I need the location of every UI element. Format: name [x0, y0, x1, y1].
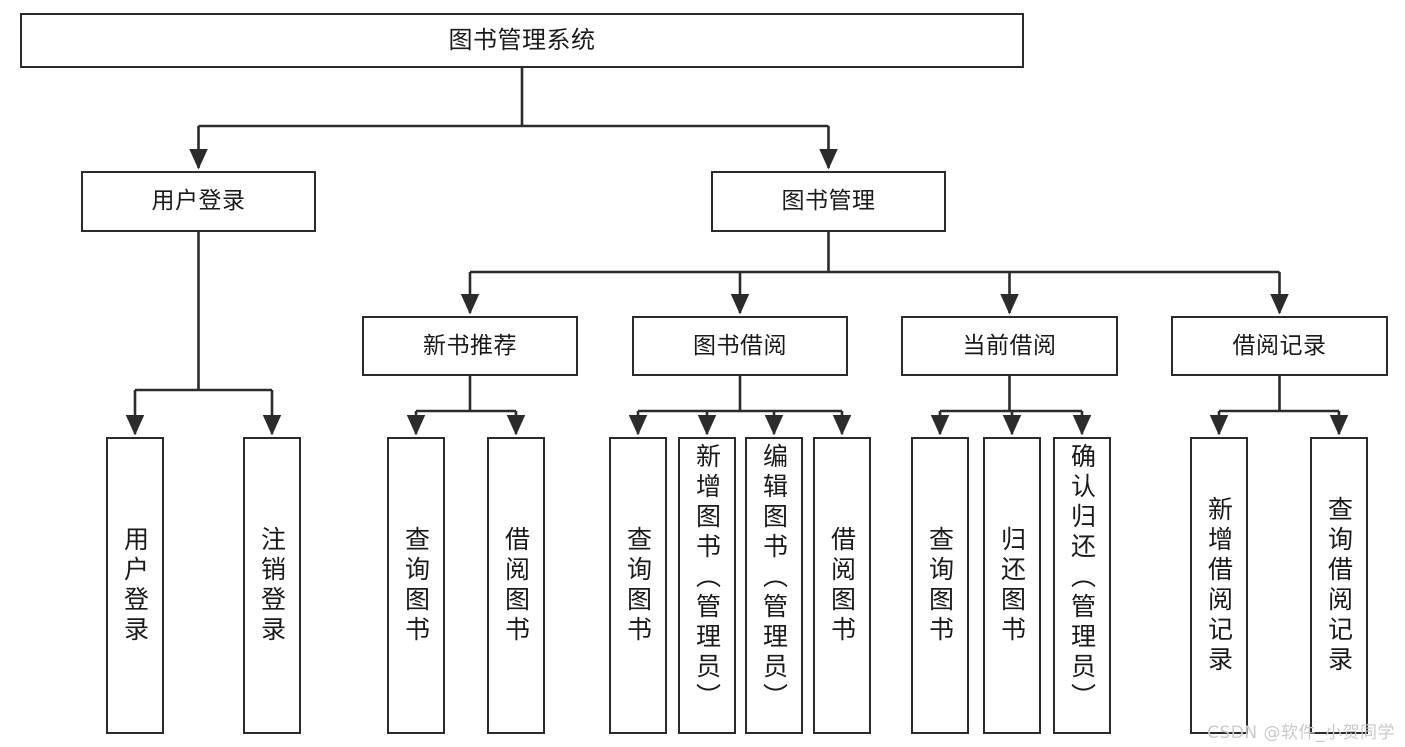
node-label: 图书管理 [781, 188, 876, 215]
node-leaf-query-borrow-record[interactable]: 查询借阅记录 [1310, 437, 1368, 734]
node-leaf-borrow-book-rec[interactable]: 借阅图书 [487, 437, 545, 734]
node-leaf-query-book-borrow[interactable]: 查询图书 [609, 437, 667, 734]
node-label: 新书推荐 [423, 332, 517, 359]
node-leaf-confirm-return[interactable]: 确认归还（管理员） [1053, 437, 1111, 734]
node-label: 用户登录 [120, 525, 150, 646]
node-leaf-query-book-rec[interactable]: 查询图书 [387, 437, 445, 734]
node-leaf-user-login[interactable]: 用户登录 [106, 437, 164, 734]
node-label: 用户登录 [151, 188, 246, 215]
node-leaf-add-borrow-record[interactable]: 新增借阅记录 [1190, 437, 1248, 734]
node-label: 注销登录 [257, 525, 287, 646]
watermark-text: CSDN @软件_小贺同学 [1207, 723, 1395, 743]
node-label: 确认归还（管理员） [1067, 443, 1097, 713]
node-label: 图书借阅 [693, 332, 787, 359]
node-label: 查询图书 [623, 525, 653, 646]
node-label: 查询图书 [401, 525, 431, 646]
node-label: 借阅图书 [501, 525, 531, 646]
node-leaf-return-book[interactable]: 归还图书 [983, 437, 1041, 734]
node-new-book-rec[interactable]: 新书推荐 [362, 316, 578, 376]
node-user-login[interactable]: 用户登录 [81, 171, 316, 232]
node-borrow-record[interactable]: 借阅记录 [1171, 316, 1388, 376]
node-label: 当前借阅 [962, 332, 1057, 359]
node-label: 新增借阅记录 [1204, 495, 1234, 676]
node-label: 新增图书（管理员） [692, 443, 722, 713]
node-root[interactable]: 图书管理系统 [20, 13, 1024, 68]
node-label: 归还图书 [997, 525, 1027, 646]
node-current-borrow[interactable]: 当前借阅 [901, 316, 1118, 376]
node-label: 借阅记录 [1232, 332, 1327, 359]
node-leaf-add-book[interactable]: 新增图书（管理员） [678, 437, 736, 734]
node-leaf-borrow-book[interactable]: 借阅图书 [813, 437, 871, 734]
node-label: 借阅图书 [827, 525, 857, 646]
node-label: 图书管理系统 [448, 25, 596, 54]
node-label: 查询图书 [925, 525, 955, 646]
node-leaf-user-logout[interactable]: 注销登录 [243, 437, 301, 734]
node-label: 编辑图书（管理员） [759, 443, 789, 713]
node-book-mgmt[interactable]: 图书管理 [711, 171, 946, 232]
node-book-borrow[interactable]: 图书借阅 [632, 316, 848, 376]
node-label: 查询借阅记录 [1324, 495, 1354, 676]
node-leaf-edit-book[interactable]: 编辑图书（管理员） [745, 437, 803, 734]
node-leaf-query-book-current[interactable]: 查询图书 [911, 437, 969, 734]
